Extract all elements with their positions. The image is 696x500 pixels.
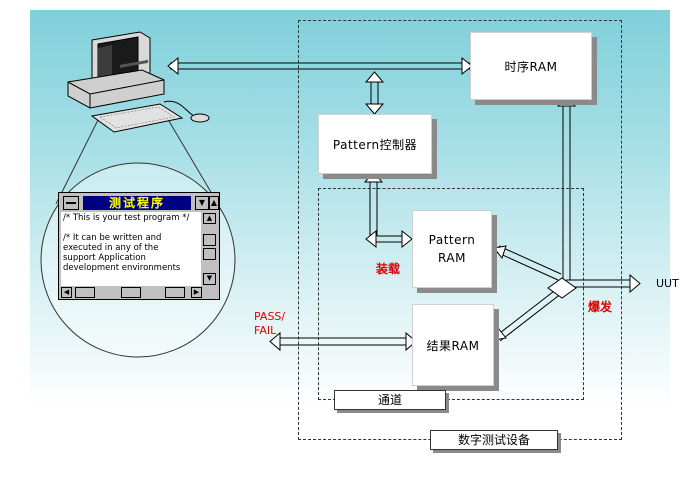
scroll-up-icon[interactable]: ▲ (203, 213, 216, 224)
channel-boundary (318, 188, 584, 400)
pass-label: PASS/ (254, 310, 286, 323)
hscroll-segment (121, 287, 141, 298)
scroll-down-icon[interactable]: ▼ (203, 273, 216, 285)
program-line: /* It can be written and (63, 233, 162, 243)
fail-label: FAIL (254, 324, 277, 337)
pass-fail-label: PASS/ FAIL (254, 310, 285, 338)
hscroll-segment (165, 287, 185, 298)
program-line: /* This is your test program */ (63, 213, 190, 223)
pattern-ram-block: Pattern RAM (412, 210, 492, 288)
burst-label: 爆发 (588, 300, 613, 314)
scroll-track-segment (203, 248, 216, 260)
pattern-ram-label-line2: RAM (438, 251, 466, 265)
computer-icon (67, 31, 210, 133)
load-label: 装载 (376, 262, 401, 276)
window-content: /* This is your test program */ /* It ca… (61, 212, 201, 286)
window-menu-icon[interactable] (63, 196, 79, 210)
program-line (63, 223, 199, 233)
scroll-thumb[interactable] (203, 234, 216, 246)
timing-ram-block: 时序RAM (470, 32, 592, 100)
scroll-left-icon[interactable]: ◀ (61, 287, 72, 298)
test-program-window: 测试程序 ▼ ▲ /* This is your test program */… (58, 192, 220, 300)
result-ram-block: 结果RAM (412, 304, 494, 386)
pattern-ram-label-line1: Pattern (428, 233, 476, 247)
window-titlebar: 测试程序 ▼ ▲ (61, 195, 219, 211)
minimize-icon[interactable]: ▼ (195, 196, 209, 210)
hscroll-thumb[interactable] (75, 287, 95, 298)
result-ram-label: 结果RAM (426, 338, 480, 353)
pattern-controller-block: Pattern控制器 (318, 114, 432, 174)
vertical-scrollbar[interactable]: ▲ ▼ (202, 212, 217, 286)
maximize-icon[interactable]: ▲ (209, 196, 219, 210)
program-line: development environments (63, 263, 181, 273)
program-line: executed in any of the (63, 243, 159, 253)
pattern-controller-label: Pattern控制器 (332, 137, 418, 152)
uut-label: UUT (656, 277, 679, 290)
digital-tester-label: 数字测试设备 (430, 430, 558, 450)
scroll-right-icon[interactable]: ▶ (191, 287, 202, 298)
timing-ram-label: 时序RAM (504, 59, 558, 74)
channel-label: 通道 (334, 390, 446, 410)
program-line: support Application (63, 253, 146, 263)
horizontal-scrollbar[interactable]: ◀ ▶ (61, 287, 217, 298)
window-title: 测试程序 (83, 196, 191, 210)
